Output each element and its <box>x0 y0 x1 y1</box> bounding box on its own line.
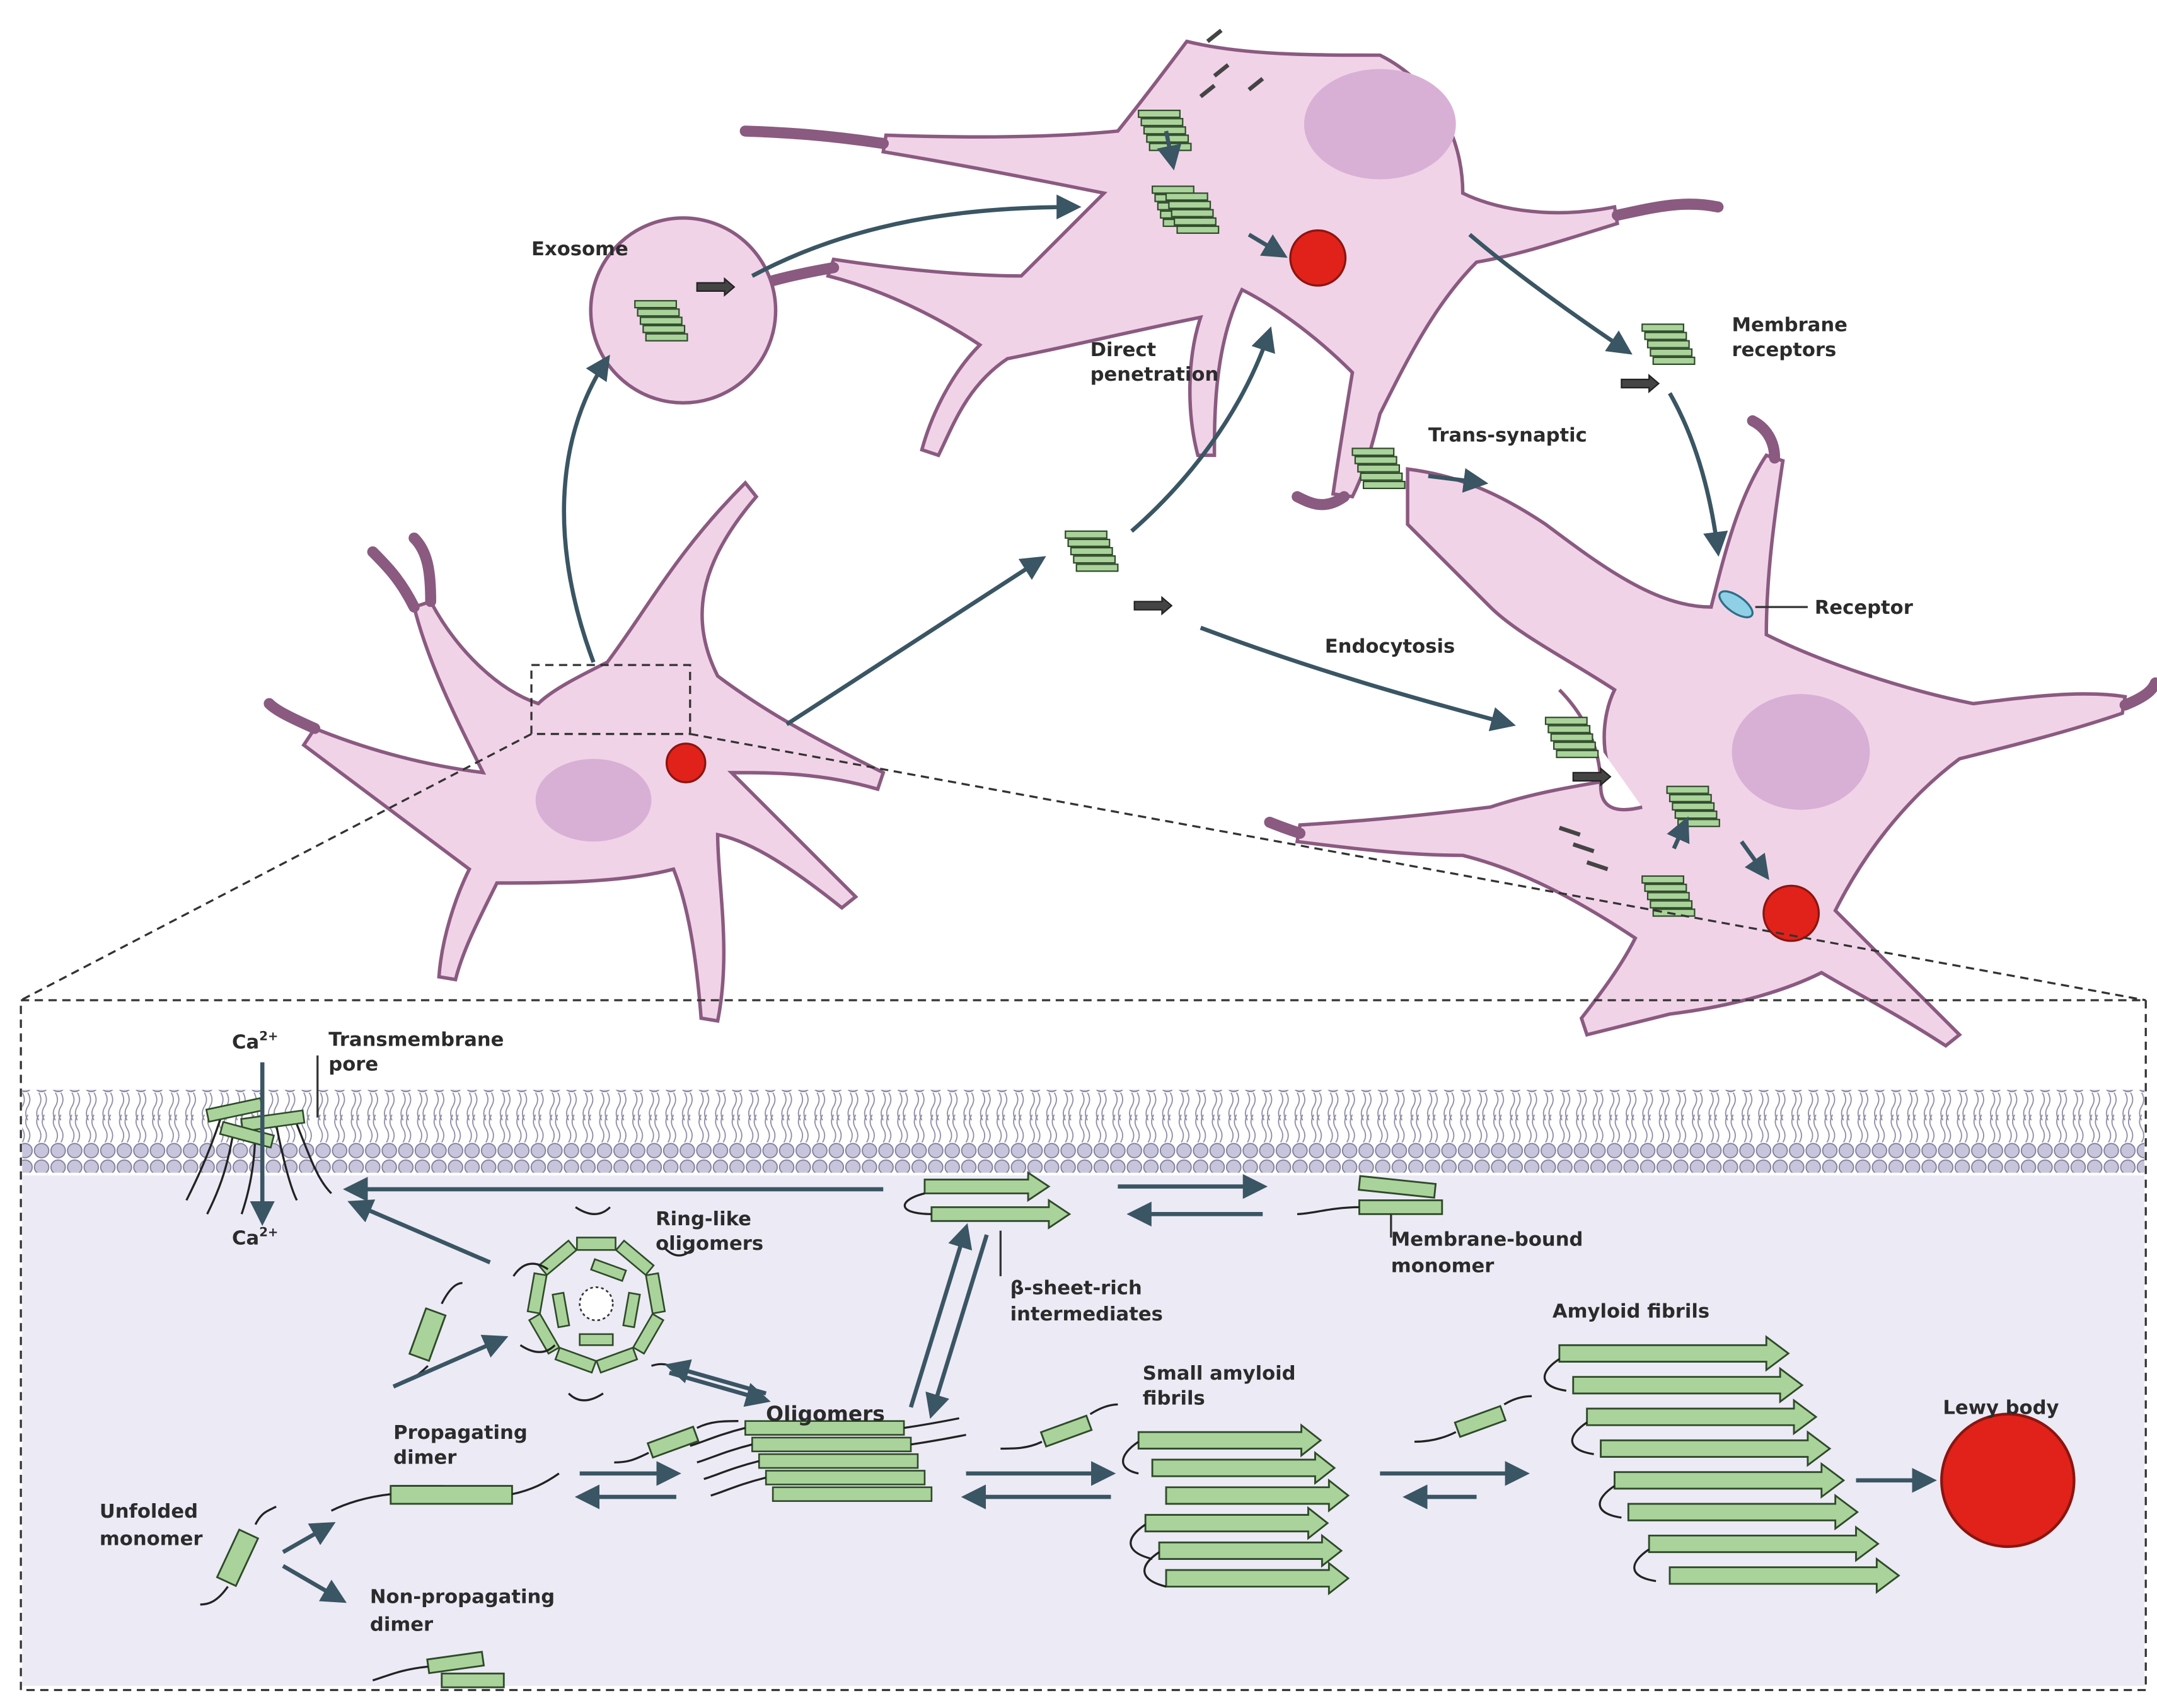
membrane-bound-label-1: Membrane-bound <box>1391 1229 1583 1251</box>
lewy-body-circle <box>1940 1412 2076 1549</box>
transmembrane-pore <box>185 1055 332 1226</box>
recipient-neuron-right <box>1264 415 2157 1048</box>
unfolded-monomer-label-1: Unfolded <box>100 1501 198 1523</box>
ring-oligomers <box>512 1206 694 1402</box>
exosome-vesicle <box>589 216 778 405</box>
direct-penetration-label-2: penetration <box>1090 364 1219 386</box>
molecular-panel <box>20 999 2147 1692</box>
transmembrane-pore-label-2: pore <box>328 1054 378 1076</box>
amyloid-fibrils-label: Amyloid fibrils <box>1553 1301 1709 1323</box>
unfolded-monomer-label-2: monomer <box>100 1528 203 1550</box>
membrane-receptors-label-1: Membrane <box>1732 314 1847 336</box>
propagating-dimer-label-1: Propagating <box>393 1422 528 1444</box>
ring-like-label-2: oligomers <box>656 1233 763 1255</box>
membrane-receptors-label-2: receptors <box>1732 339 1836 361</box>
direct-penetration-label-1: Direct <box>1090 339 1157 361</box>
source-neuron <box>263 480 886 1024</box>
ring-like-label-1: Ring-like <box>656 1208 751 1230</box>
membrane-bound-monomer <box>1297 1175 1443 1238</box>
labels: Exosome Direct penetration Membrane rece… <box>100 238 2059 1636</box>
beta-sheet-intermediates <box>903 1171 1072 1276</box>
ca-top-label: Ca2+ <box>232 1029 278 1054</box>
lower-arrows <box>282 1174 1937 1603</box>
non-propagating-label-2: dimer <box>370 1613 434 1636</box>
endocytosis-label: Endocytosis <box>1325 635 1455 657</box>
propagating-dimer-label-2: dimer <box>393 1447 457 1469</box>
exosome-label: Exosome <box>531 238 628 260</box>
non-propagating-label-1: Non-propagating <box>370 1586 555 1608</box>
oligomer-stack <box>690 1417 966 1502</box>
monomers-dimers <box>200 1282 1532 1688</box>
small-amyloid-fibrils <box>1121 1424 1350 1595</box>
membrane-bound-label-2: monomer <box>1391 1255 1495 1277</box>
upper-arrows <box>562 130 1769 880</box>
receptor-label: Receptor <box>1815 597 1914 619</box>
small-fibrils-label-2: fibrils <box>1143 1387 1205 1409</box>
transmembrane-pore-label-1: Transmembrane <box>328 1029 504 1051</box>
beta-sheet-label-2: intermediates <box>1010 1303 1163 1325</box>
small-fibrils-label-1: Small amyloid <box>1143 1363 1296 1385</box>
beta-sheet-label-1: β-sheet-rich <box>1010 1277 1142 1299</box>
oligomers-label: Oligomers <box>766 1402 885 1426</box>
amyloid-fibrils <box>1543 1336 1900 1593</box>
ca-bottom-label: Ca2+ <box>232 1225 278 1249</box>
trans-synaptic-label: Trans-synaptic <box>1428 424 1587 446</box>
lewy-body-label: Lewy body <box>1943 1397 2059 1419</box>
